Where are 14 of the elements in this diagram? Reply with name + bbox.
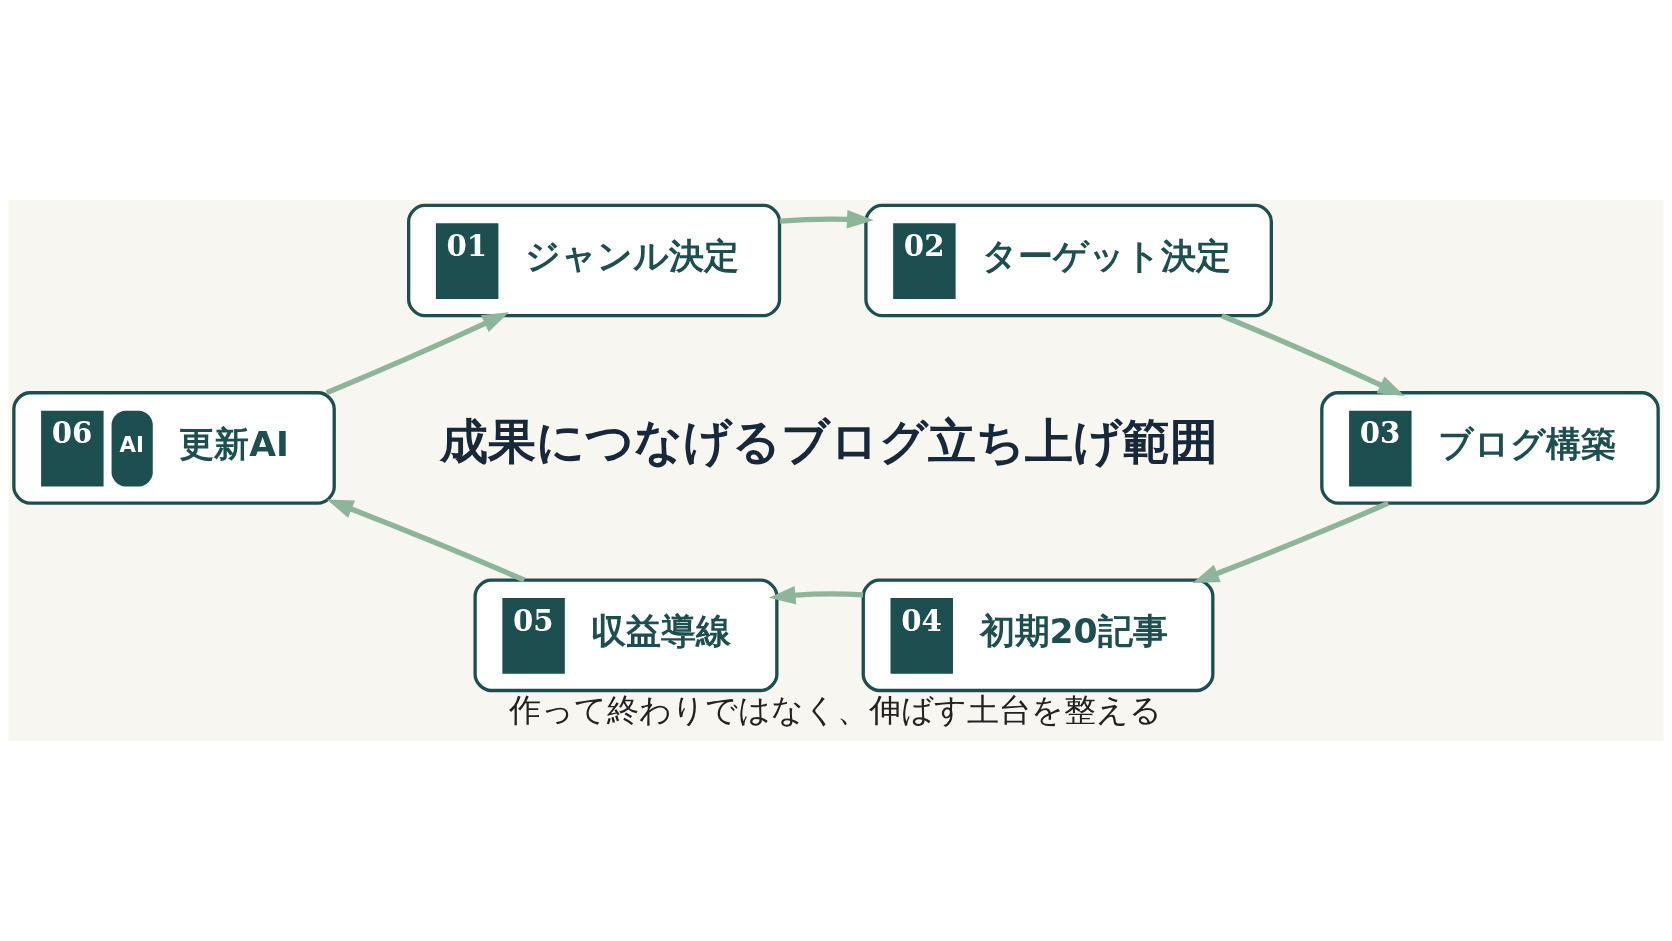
arrow [768, 585, 864, 605]
node-box: 02 ターゲット決定 [864, 203, 1273, 318]
node-box: 01 ジャンル決定 [407, 203, 782, 318]
arrow [1192, 500, 1390, 584]
node-box: 04 初期20記事 [861, 578, 1215, 693]
arrow [779, 209, 874, 229]
arrow [326, 499, 526, 583]
arrow [325, 312, 509, 396]
node-box: 06 AI 更新AI [12, 391, 336, 505]
node-box: 05 収益導線 [473, 578, 779, 693]
caption: 作って終わりではなく、伸ばす土台を整える [509, 691, 1163, 730]
node-box: 03 ブログ構築 [1320, 391, 1660, 505]
diagram-title: 成果につなげるブログ立ち上げ範囲 [439, 413, 1218, 470]
arrow [1220, 313, 1405, 397]
